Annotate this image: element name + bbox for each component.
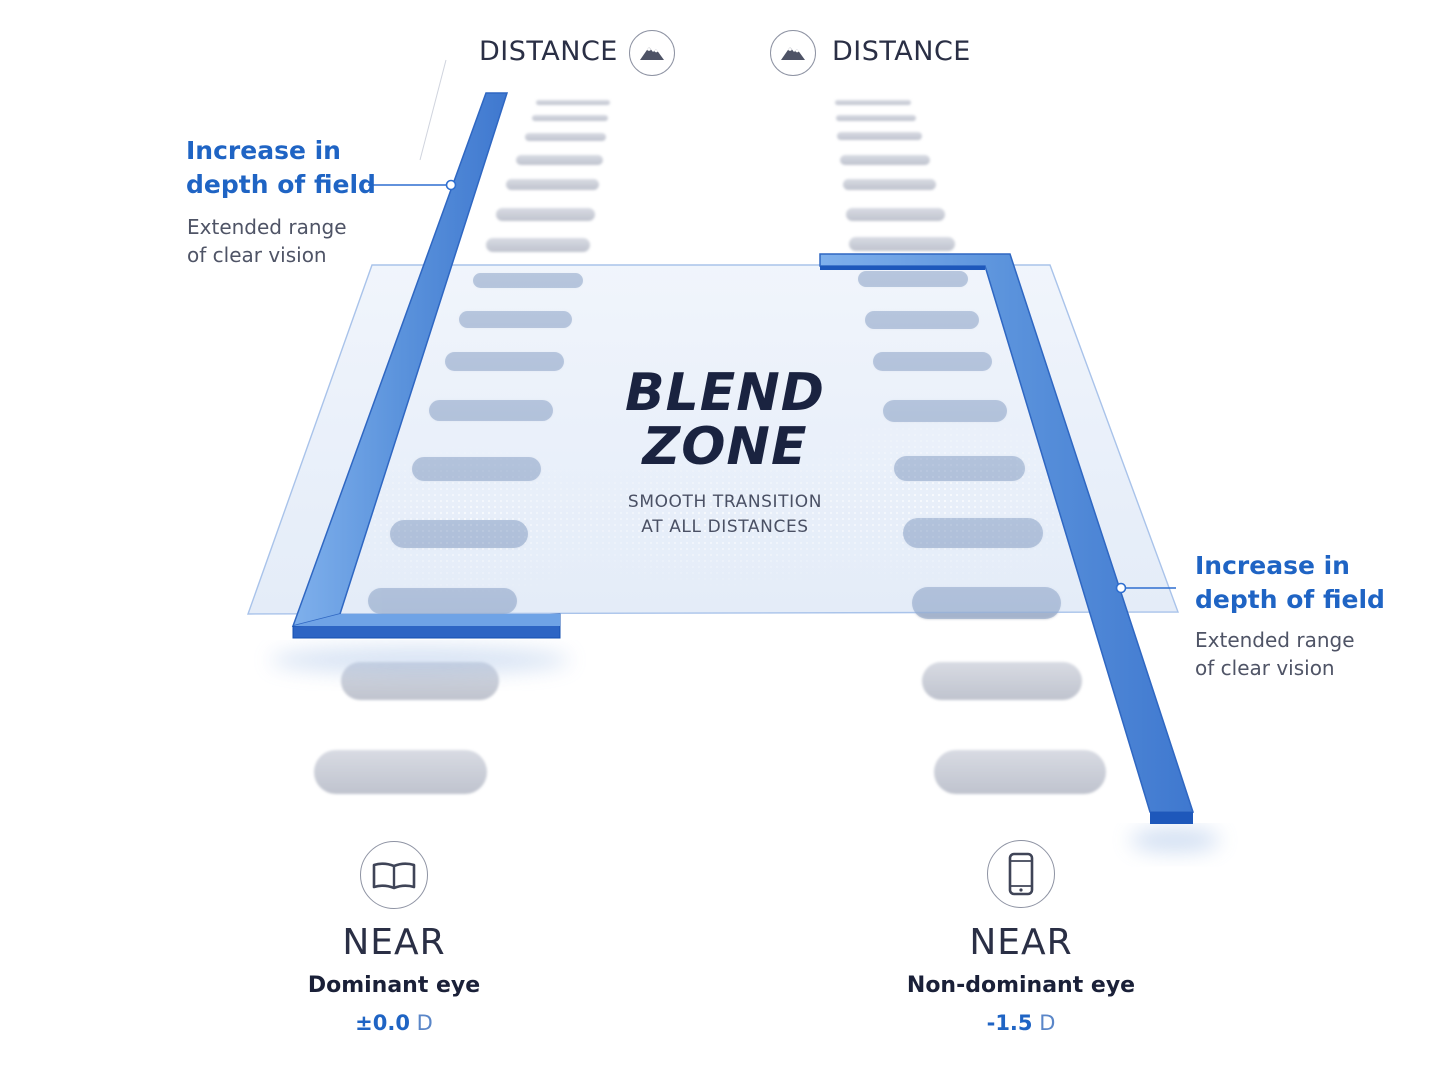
focus-rung [849,237,955,251]
smartphone-icon [987,840,1055,908]
left-depth-of-field-bar [270,92,570,674]
left-callout-leader [368,179,457,191]
right-callout-title: Increase in depth of field [1195,551,1385,614]
focus-rung [390,520,528,548]
focus-rung [459,311,572,328]
left-distance-label: DISTANCE [479,36,618,67]
focus-rung [536,100,610,105]
left-callout-subtitle: Extended range of clear vision [187,215,347,267]
focus-rung [506,179,599,190]
focus-rung [835,100,911,105]
right-distance-label: DISTANCE [832,36,971,67]
left-eye-power: ±0.0 D [355,1011,433,1035]
focus-rung [865,311,979,329]
right-near-label: NEAR [969,922,1073,963]
right-depth-of-field-bar [819,253,1220,852]
focus-rung [486,238,590,252]
left-eye-label: Dominant eye [307,973,481,998]
right-callout-leader [1115,582,1176,594]
focus-rung [837,132,922,140]
focus-rung [894,456,1025,481]
focus-rung [532,115,608,121]
mountain-icon [629,30,675,76]
focus-rung [873,352,992,371]
left-near-label: NEAR [342,922,446,963]
focus-rung [516,155,603,165]
focus-rung [912,587,1061,619]
rungs-in-blend-zone [368,271,1061,619]
focus-rung [473,273,583,288]
focus-rung [429,400,553,421]
right-eye-power: -1.5 D [986,1011,1056,1035]
right-eye-label: Non-dominant eye [906,973,1136,998]
focus-rung [368,588,517,614]
focus-rung [846,208,945,221]
book-icon [360,841,428,909]
focus-rung [934,750,1106,794]
mountain-icon [770,30,816,76]
focus-rung [903,518,1043,548]
blend-zone-subtitle: SMOOTH TRANSITION AT ALL DISTANCES [627,492,823,537]
focus-rung [412,457,541,481]
focus-rung [840,155,930,165]
focus-rung [836,115,916,121]
focus-rung [922,662,1082,700]
blend-zone-title: BLEND ZONE [625,363,825,477]
focus-rung [883,400,1007,422]
focus-rung [314,750,487,794]
focus-rung [858,271,968,287]
right-callout-subtitle: Extended range of clear vision [1195,628,1355,680]
left-callout-title: Increase in depth of field [186,136,376,199]
focus-rung [496,208,595,221]
focus-rung [445,352,564,371]
focus-rung [525,133,606,141]
focus-rung [843,179,936,190]
